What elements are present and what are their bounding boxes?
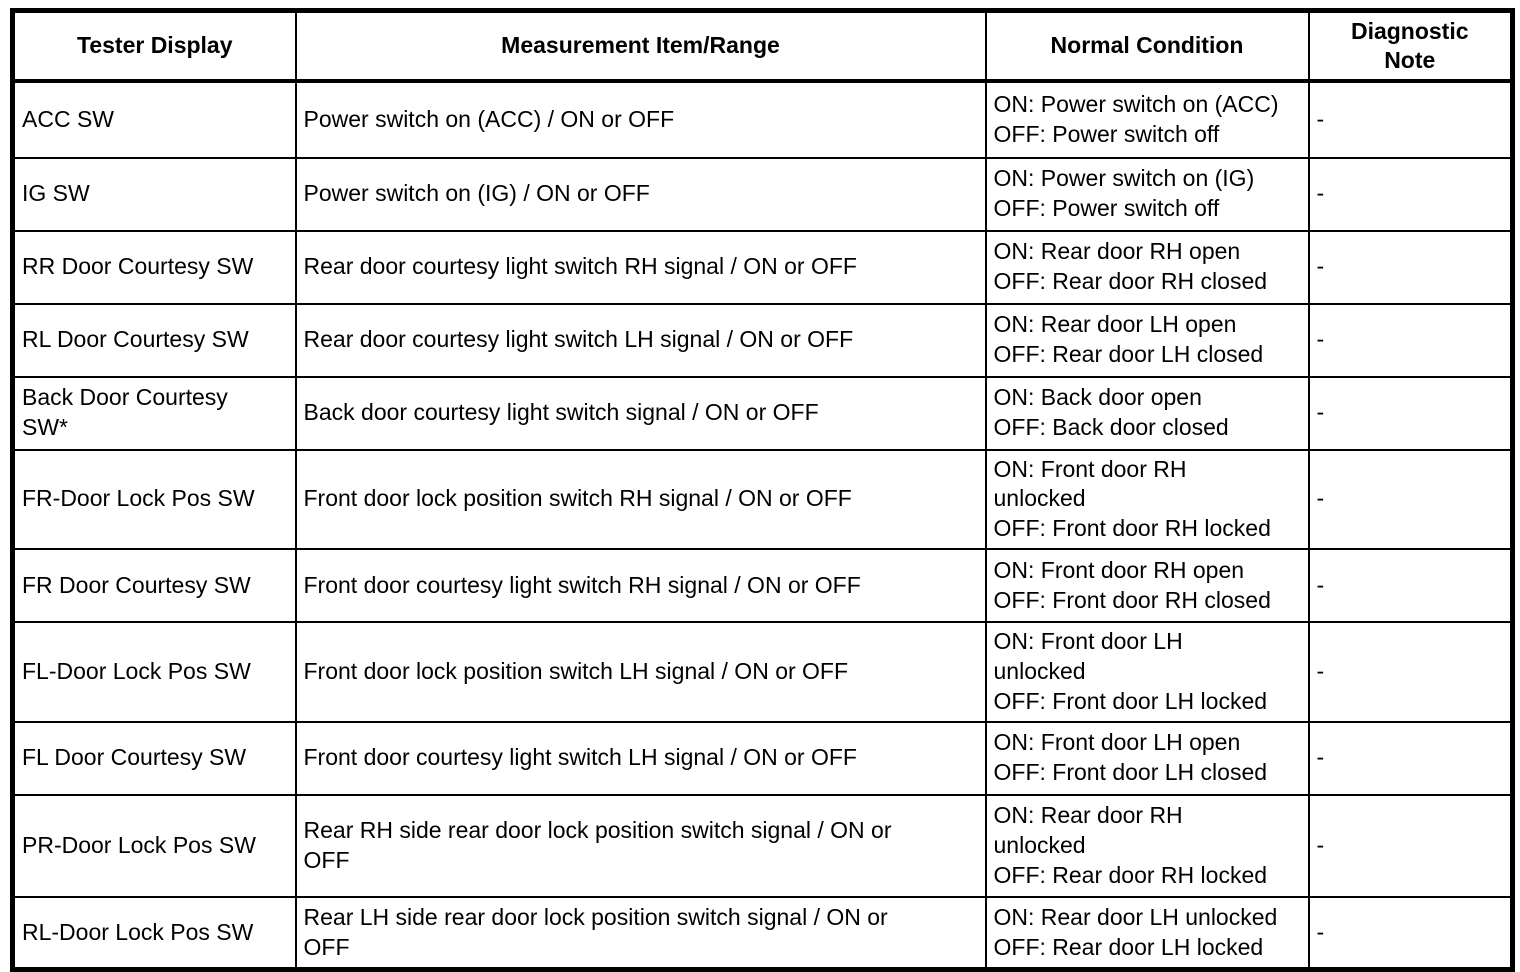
cell-diagnostic-note: - bbox=[1307, 448, 1514, 551]
cell-measurement-item-range: Front door courtesy light switch LH sign… bbox=[294, 720, 987, 796]
cell-normal-condition: ON: Rear door LH open OFF: Rear door LH … bbox=[984, 302, 1310, 378]
table-row: FR-Door Lock Pos SW Front door lock posi… bbox=[11, 448, 1514, 551]
cell-normal-condition: ON: Front door RH unlocked OFF: Front do… bbox=[984, 448, 1310, 551]
cell-tester-display: RR Door Courtesy SW bbox=[11, 229, 297, 305]
cell-normal-condition: ON: Rear door LH unlocked OFF: Rear door… bbox=[984, 895, 1310, 971]
cell-tester-display: Back Door Courtesy SW* bbox=[11, 375, 297, 451]
cell-tester-display: FR-Door Lock Pos SW bbox=[11, 448, 297, 551]
table-row: PR-Door Lock Pos SW Rear RH side rear do… bbox=[11, 793, 1514, 898]
cell-tester-display: ACC SW bbox=[11, 79, 297, 159]
table-row: RR Door Courtesy SW Rear door courtesy l… bbox=[11, 229, 1514, 305]
cell-diagnostic-note: - bbox=[1307, 548, 1514, 624]
cell-diagnostic-note: - bbox=[1307, 621, 1514, 723]
cell-normal-condition: ON: Front door LH open OFF: Front door L… bbox=[984, 720, 1310, 796]
cell-normal-condition: ON: Power switch on (IG) OFF: Power swit… bbox=[984, 156, 1310, 232]
cell-measurement-item-range: Power switch on (ACC) / ON or OFF bbox=[294, 79, 987, 159]
column-header-measurement-item-range: Measurement Item/Range bbox=[294, 9, 987, 83]
cell-tester-display: FR Door Courtesy SW bbox=[11, 548, 297, 624]
header-row: Tester Display Measurement Item/Range No… bbox=[11, 9, 1514, 83]
table-row: IG SW Power switch on (IG) / ON or OFF O… bbox=[11, 156, 1514, 232]
cell-normal-condition: ON: Back door open OFF: Back door closed bbox=[984, 375, 1310, 451]
cell-measurement-item-range: Power switch on (IG) / ON or OFF bbox=[294, 156, 987, 232]
table-row: FL Door Courtesy SW Front door courtesy … bbox=[11, 720, 1514, 796]
cell-tester-display: FL-Door Lock Pos SW bbox=[11, 621, 297, 723]
cell-diagnostic-note: - bbox=[1307, 720, 1514, 796]
cell-measurement-item-range: Front door lock position switch LH signa… bbox=[294, 621, 987, 723]
cell-tester-display: FL Door Courtesy SW bbox=[11, 720, 297, 796]
cell-diagnostic-note: - bbox=[1307, 79, 1514, 159]
cell-diagnostic-note: - bbox=[1307, 895, 1514, 971]
cell-measurement-item-range: Front door courtesy light switch RH sign… bbox=[294, 548, 987, 624]
table-row: RL-Door Lock Pos SW Rear LH side rear do… bbox=[11, 895, 1514, 971]
cell-normal-condition: ON: Power switch on (ACC) OFF: Power swi… bbox=[984, 79, 1310, 159]
cell-diagnostic-note: - bbox=[1307, 793, 1514, 898]
cell-normal-condition: ON: Rear door RH unlocked OFF: Rear door… bbox=[984, 793, 1310, 898]
cell-measurement-item-range: Rear LH side rear door lock position swi… bbox=[294, 895, 987, 971]
cell-measurement-item-range: Front door lock position switch RH signa… bbox=[294, 448, 987, 551]
cell-diagnostic-note: - bbox=[1307, 375, 1514, 451]
cell-diagnostic-note: - bbox=[1307, 302, 1514, 378]
column-header-normal-condition: Normal Condition bbox=[984, 9, 1310, 83]
table-row: FR Door Courtesy SW Front door courtesy … bbox=[11, 548, 1514, 624]
cell-normal-condition: ON: Rear door RH open OFF: Rear door RH … bbox=[984, 229, 1310, 305]
cell-normal-condition: ON: Front door RH open OFF: Front door R… bbox=[984, 548, 1310, 624]
cell-tester-display: RL Door Courtesy SW bbox=[11, 302, 297, 378]
cell-diagnostic-note: - bbox=[1307, 156, 1514, 232]
table-row: ACC SW Power switch on (ACC) / ON or OFF… bbox=[11, 79, 1514, 159]
table-row: RL Door Courtesy SW Rear door courtesy l… bbox=[11, 302, 1514, 378]
column-header-diagnostic-note: Diagnostic Note bbox=[1307, 9, 1514, 83]
column-header-tester-display: Tester Display bbox=[11, 9, 297, 83]
cell-measurement-item-range: Rear RH side rear door lock position swi… bbox=[294, 793, 987, 898]
cell-tester-display: PR-Door Lock Pos SW bbox=[11, 793, 297, 898]
table-row: Back Door Courtesy SW* Back door courtes… bbox=[11, 375, 1514, 451]
ecu-data-list-table: Tester Display Measurement Item/Range No… bbox=[10, 8, 1515, 972]
cell-tester-display: RL-Door Lock Pos SW bbox=[11, 895, 297, 971]
cell-measurement-item-range: Rear door courtesy light switch RH signa… bbox=[294, 229, 987, 305]
table-row: FL-Door Lock Pos SW Front door lock posi… bbox=[11, 621, 1514, 723]
cell-tester-display: IG SW bbox=[11, 156, 297, 232]
cell-measurement-item-range: Rear door courtesy light switch LH signa… bbox=[294, 302, 987, 378]
cell-measurement-item-range: Back door courtesy light switch signal /… bbox=[294, 375, 987, 451]
cell-normal-condition: ON: Front door LH unlocked OFF: Front do… bbox=[984, 621, 1310, 723]
cell-diagnostic-note: - bbox=[1307, 229, 1514, 305]
